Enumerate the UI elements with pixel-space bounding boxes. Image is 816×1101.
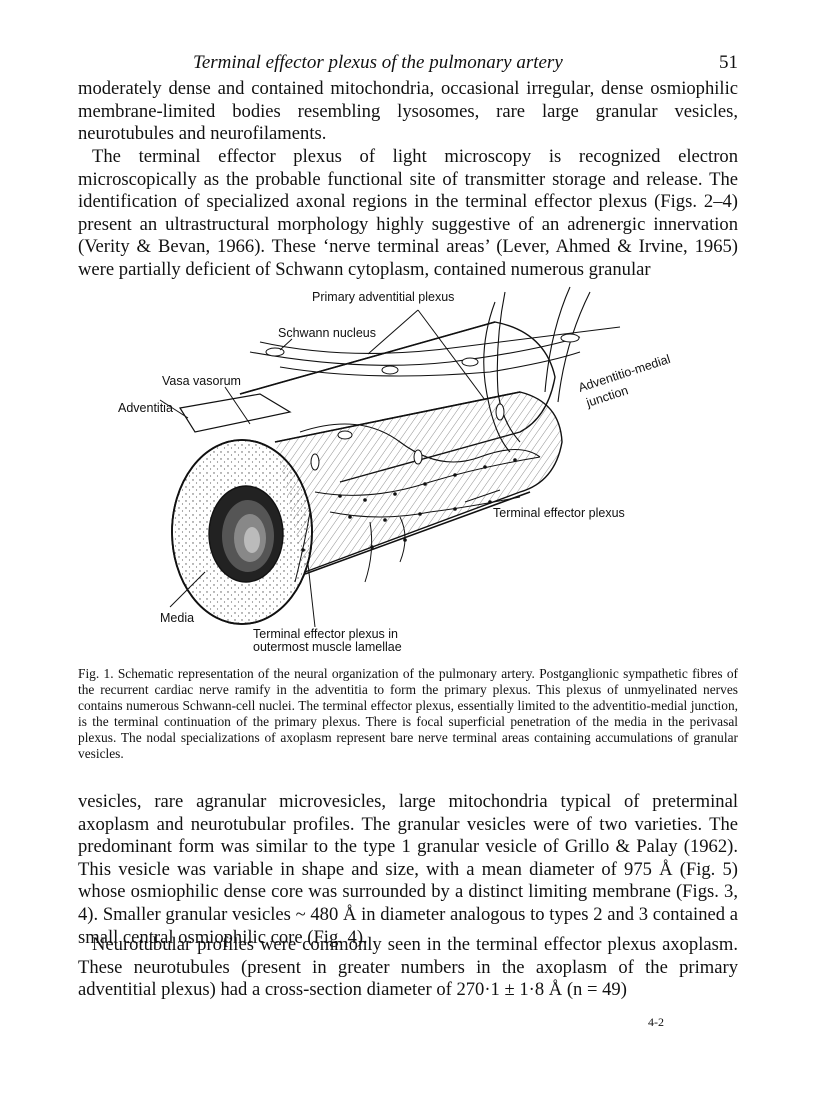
label-schwann-nucleus: Schwann nucleus: [278, 326, 376, 340]
signature-mark: 4-2: [648, 1015, 664, 1029]
running-title: Terminal effector plexus of the pulmonar…: [193, 52, 563, 73]
paragraph-2: The terminal effector plexus of light mi…: [78, 146, 738, 280]
label-primary-adventitial-plexus: Primary adventitial plexus: [312, 290, 454, 304]
label-media: Media: [160, 611, 194, 625]
leader-lines: [159, 309, 501, 628]
label-vasa-vasorum: Vasa vasorum: [162, 374, 241, 388]
page-number: 51: [719, 52, 738, 73]
artery-schematic: Primary adventitial plexus Schwann nucle…: [118, 286, 672, 652]
label-terminal-effector-plexus-in: Terminal effector plexus in: [253, 627, 398, 641]
label-adventitia: Adventitia: [118, 401, 173, 415]
figure-1-diagram: Primary adventitial plexus Schwann nucle…: [100, 282, 700, 652]
schwann-nuclei: [265, 333, 580, 471]
nerve-terminal-nodes: [301, 458, 517, 552]
label-terminal-effector-plexus: Terminal effector plexus: [493, 506, 625, 520]
media-cross-section: [171, 439, 313, 625]
paragraph-1: moderately dense and contained mitochond…: [78, 78, 738, 145]
figure-caption: Fig. 1. Schematic representation of the …: [78, 666, 738, 761]
label-outermost-muscle-lamellae: outermost muscle lamellae: [253, 640, 402, 652]
paragraph-3: vesicles, rare agranular microvesicles, …: [78, 791, 738, 948]
primary-plexus-nerves: [249, 286, 621, 463]
running-header: Terminal effector plexus of the pulmonar…: [78, 52, 738, 80]
paragraph-4: Neurotubular profiles were commonly seen…: [78, 934, 738, 1001]
